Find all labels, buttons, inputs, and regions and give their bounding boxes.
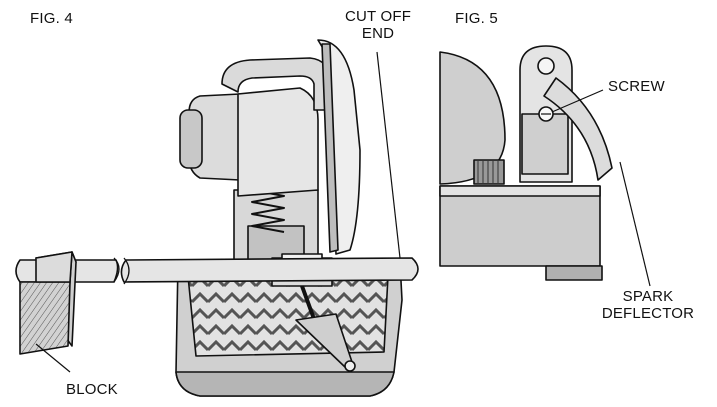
spark-deflector-label: SPARK DEFLECTOR [588,288,708,322]
detail-ribbed-block [473,159,505,185]
cutoff-end-line1: CUT OFF [344,8,412,25]
fig5-title: FIG. 5 [455,10,498,27]
saw-spring [251,189,285,233]
spark-deflector-line2: DEFLECTOR [601,305,695,322]
workpiece-bar-right [120,257,419,283]
detail-base-foot [545,265,603,281]
fig4-chop-saw [15,39,419,397]
block-label: BLOCK [66,381,118,398]
saw-vise-knob [344,360,356,372]
bar-break-mark [113,257,130,285]
saw-blade [321,43,339,253]
saw-base-front [175,371,395,397]
leader-spark-deflector [619,161,651,287]
leader-screw [551,89,604,113]
detail-base [439,185,601,267]
detail-pivot-bolt [537,57,555,75]
support-block-upper [35,251,73,283]
leader-cutoff-end [376,51,401,259]
detail-pivot-plate [521,113,569,175]
spark-deflector-line1: SPARK [622,288,674,305]
detail-ribs [477,160,499,184]
leader-block [35,343,71,373]
saw-motor-cap [179,109,203,169]
fig4-title: FIG. 4 [30,10,73,27]
cutoff-end-line2: END [361,25,395,42]
screw-label: SCREW [608,78,665,95]
fig4-leaders [35,51,401,373]
cutoff-end-label: CUT OFF END [323,8,433,42]
saw-gearcase [237,87,319,197]
saw-handle [221,57,331,111]
detail-base-top [439,185,601,197]
detail-spark-deflector [543,77,613,181]
saw-blade-guard [317,39,361,255]
saw-table-chevrons [187,275,389,357]
fig5-detail [439,45,613,281]
detail-wheel [439,51,506,185]
fig5-leaders [551,89,651,287]
support-block-front [19,281,71,355]
